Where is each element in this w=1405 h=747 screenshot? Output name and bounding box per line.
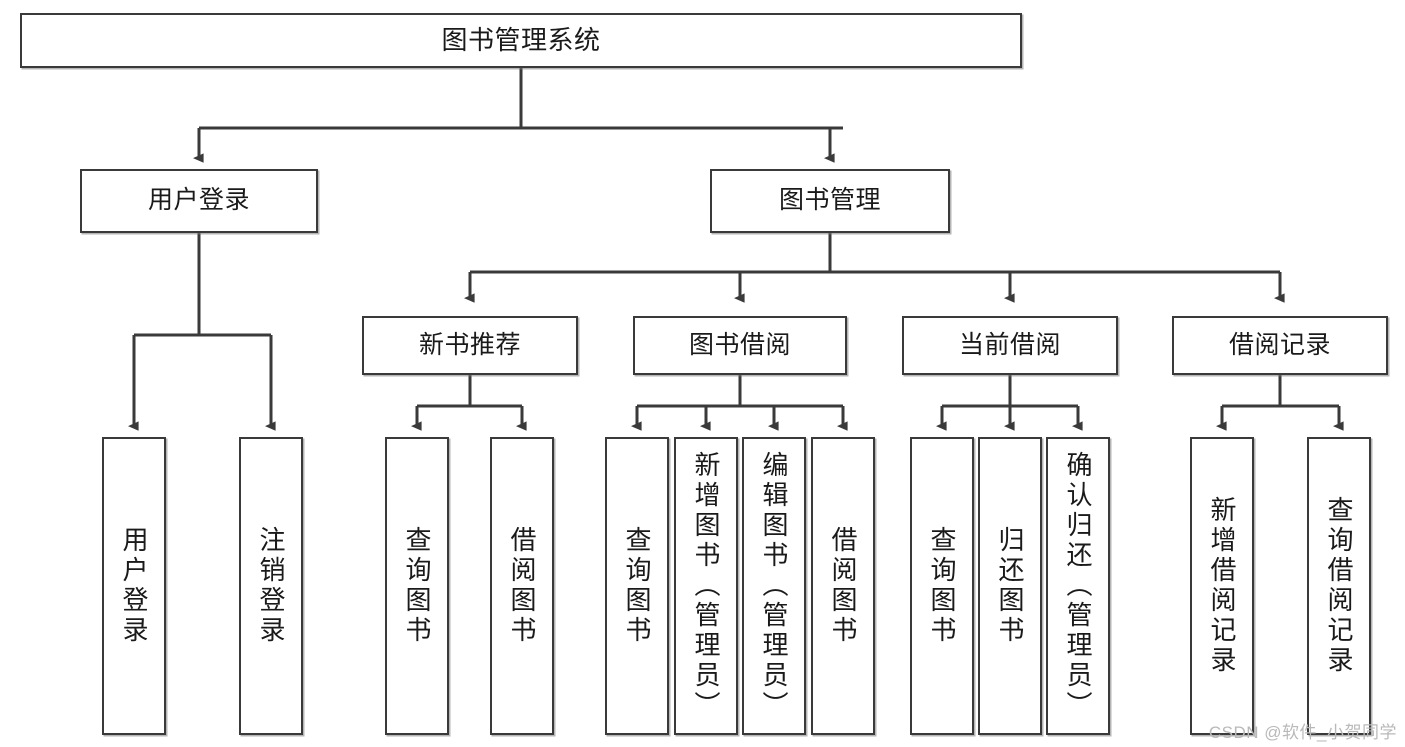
leaf-record-query-record[interactable]: 查询借阅记录 bbox=[1307, 437, 1371, 735]
node-new-book-recommend[interactable]: 新书推荐 bbox=[362, 316, 578, 375]
node-label: 编辑图书（管理员） bbox=[759, 451, 789, 721]
node-label: 新增借阅记录 bbox=[1207, 496, 1237, 676]
node-label: 图书管理 bbox=[778, 186, 881, 215]
node-user-login[interactable]: 用户登录 bbox=[80, 169, 318, 233]
node-label: 借阅图书 bbox=[507, 526, 537, 646]
leaf-borrow-edit-book-admin[interactable]: 编辑图书（管理员） bbox=[742, 437, 806, 735]
leaf-borrow-add-book-admin[interactable]: 新增图书（管理员） bbox=[674, 437, 738, 735]
node-label: 查询图书 bbox=[402, 526, 432, 646]
node-label: 查询图书 bbox=[927, 526, 957, 646]
leaf-current-confirm-return-admin[interactable]: 确认归还（管理员） bbox=[1046, 437, 1110, 735]
node-label: 归还图书 bbox=[995, 526, 1025, 646]
node-label: 新增图书（管理员） bbox=[691, 451, 721, 721]
node-borrow-record[interactable]: 借阅记录 bbox=[1172, 316, 1388, 375]
node-label: 查询图书 bbox=[622, 526, 652, 646]
leaf-recommend-query-book[interactable]: 查询图书 bbox=[385, 437, 449, 735]
leaf-borrow-borrow-book[interactable]: 借阅图书 bbox=[811, 437, 875, 735]
node-label: 用户登录 bbox=[147, 186, 250, 215]
node-label: 用户登录 bbox=[119, 526, 149, 646]
node-label: 图书借阅 bbox=[688, 330, 791, 359]
watermark-text: CSDN @软件_小贺同学 bbox=[1208, 723, 1397, 742]
node-book-management[interactable]: 图书管理 bbox=[710, 169, 950, 233]
node-label: 查询借阅记录 bbox=[1324, 496, 1354, 676]
leaf-recommend-borrow-book[interactable]: 借阅图书 bbox=[490, 437, 554, 735]
leaf-borrow-query-book[interactable]: 查询图书 bbox=[605, 437, 669, 735]
node-label: 借阅记录 bbox=[1228, 330, 1331, 359]
node-label: 当前借阅 bbox=[958, 330, 1061, 359]
node-current-borrow[interactable]: 当前借阅 bbox=[902, 316, 1118, 375]
node-label: 新书推荐 bbox=[418, 330, 521, 359]
node-label: 图书管理系统 bbox=[441, 25, 601, 56]
node-label: 借阅图书 bbox=[828, 526, 858, 646]
leaf-current-query-book[interactable]: 查询图书 bbox=[910, 437, 974, 735]
node-label: 确认归还（管理员） bbox=[1063, 451, 1093, 721]
leaf-user-login[interactable]: 用户登录 bbox=[102, 437, 166, 735]
leaf-user-logout[interactable]: 注销登录 bbox=[239, 437, 303, 735]
leaf-current-return-book[interactable]: 归还图书 bbox=[978, 437, 1042, 735]
node-book-borrow[interactable]: 图书借阅 bbox=[633, 316, 847, 375]
node-root-system[interactable]: 图书管理系统 bbox=[20, 13, 1022, 68]
node-label: 注销登录 bbox=[256, 526, 286, 646]
leaf-record-add-record[interactable]: 新增借阅记录 bbox=[1190, 437, 1254, 735]
